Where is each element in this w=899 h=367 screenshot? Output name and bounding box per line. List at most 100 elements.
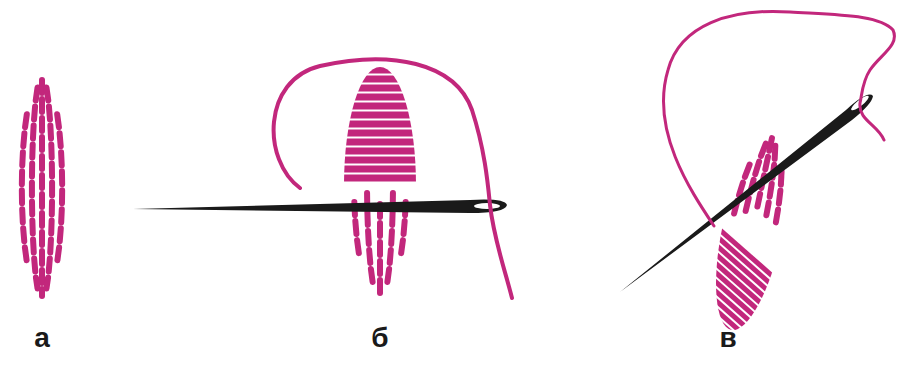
stitch <box>36 88 38 101</box>
stitch <box>746 198 749 211</box>
stitch <box>58 209 65 222</box>
stitch <box>49 164 55 177</box>
stitch <box>745 164 750 177</box>
thread <box>663 11 894 226</box>
needle <box>620 95 873 292</box>
stitch <box>330 157 430 164</box>
stitch <box>39 156 45 169</box>
stitch <box>29 164 35 177</box>
stitch <box>48 221 54 234</box>
figure-letter: б <box>371 324 388 352</box>
stitch <box>19 209 26 222</box>
stitch <box>48 145 54 158</box>
stitch <box>30 240 37 253</box>
stitch <box>46 278 48 289</box>
stitch <box>330 139 430 146</box>
stitch <box>29 221 35 234</box>
stitch <box>49 259 50 272</box>
stitch <box>29 145 35 158</box>
stitch <box>390 250 391 263</box>
stitch <box>25 247 27 260</box>
stitch <box>57 247 59 260</box>
stitch <box>769 184 772 197</box>
stitch <box>377 280 383 293</box>
stitch <box>769 138 772 151</box>
horizontal-satin-stitch <box>330 70 430 293</box>
stitch <box>330 103 430 110</box>
stitch <box>19 171 25 184</box>
stitch <box>404 221 405 234</box>
stitch <box>330 76 430 83</box>
stitch <box>39 118 45 131</box>
stitch <box>30 126 37 139</box>
stitch <box>39 232 45 245</box>
stitch <box>365 231 372 244</box>
needle-eye <box>474 203 500 209</box>
stitch <box>29 183 35 196</box>
stitch <box>47 126 54 139</box>
stitch <box>25 114 27 127</box>
stitch <box>330 166 430 173</box>
stitch <box>19 152 26 165</box>
satin-fill <box>679 224 792 367</box>
stitch <box>19 190 25 203</box>
stitch <box>39 251 45 264</box>
thread <box>274 59 512 298</box>
stitch <box>330 67 430 74</box>
stitch <box>377 242 383 255</box>
stitch <box>766 203 769 216</box>
stitch <box>765 157 768 170</box>
stitch <box>39 270 45 283</box>
stitch <box>687 302 775 363</box>
stitch <box>371 269 373 282</box>
stitch <box>330 121 430 128</box>
stitch <box>39 194 45 207</box>
figure-letter: в <box>719 324 736 352</box>
stitch <box>49 202 55 215</box>
stitch <box>685 310 773 367</box>
stitch <box>39 137 45 150</box>
stitch <box>34 259 35 272</box>
stitch <box>364 212 370 225</box>
stitch <box>377 261 383 274</box>
stitch <box>739 182 743 195</box>
stitch <box>330 85 430 92</box>
stitch <box>57 114 59 127</box>
stitch <box>357 240 359 253</box>
stitch <box>60 228 61 241</box>
stitch <box>59 171 65 184</box>
stitch <box>49 183 55 196</box>
stitch <box>387 269 389 282</box>
satin-fill <box>330 70 430 178</box>
stitch <box>778 191 782 204</box>
stitch <box>761 143 766 156</box>
stitch <box>29 202 35 215</box>
stitch <box>36 278 38 289</box>
stitch <box>60 133 61 146</box>
stitch <box>330 175 430 182</box>
stitch <box>775 210 778 223</box>
stitch <box>401 240 403 253</box>
stitch <box>389 212 395 225</box>
stitch <box>23 133 24 146</box>
stitch <box>39 175 45 188</box>
stitch <box>330 112 430 119</box>
stitch <box>49 107 50 120</box>
stitch <box>388 231 395 244</box>
stitch <box>46 88 48 101</box>
needle <box>133 200 507 213</box>
figure-letter: а <box>34 324 50 352</box>
stitch <box>34 107 35 120</box>
running-stitch-padding <box>22 80 62 296</box>
stitch <box>377 223 383 236</box>
stitch <box>689 294 777 355</box>
diagonal-satin-stitch <box>679 130 812 367</box>
stitch <box>773 146 778 159</box>
stitch <box>757 194 760 207</box>
stitch <box>39 213 45 226</box>
stitch <box>23 228 24 241</box>
stitch <box>47 240 54 253</box>
stitch <box>330 148 430 155</box>
stitch <box>684 318 772 367</box>
